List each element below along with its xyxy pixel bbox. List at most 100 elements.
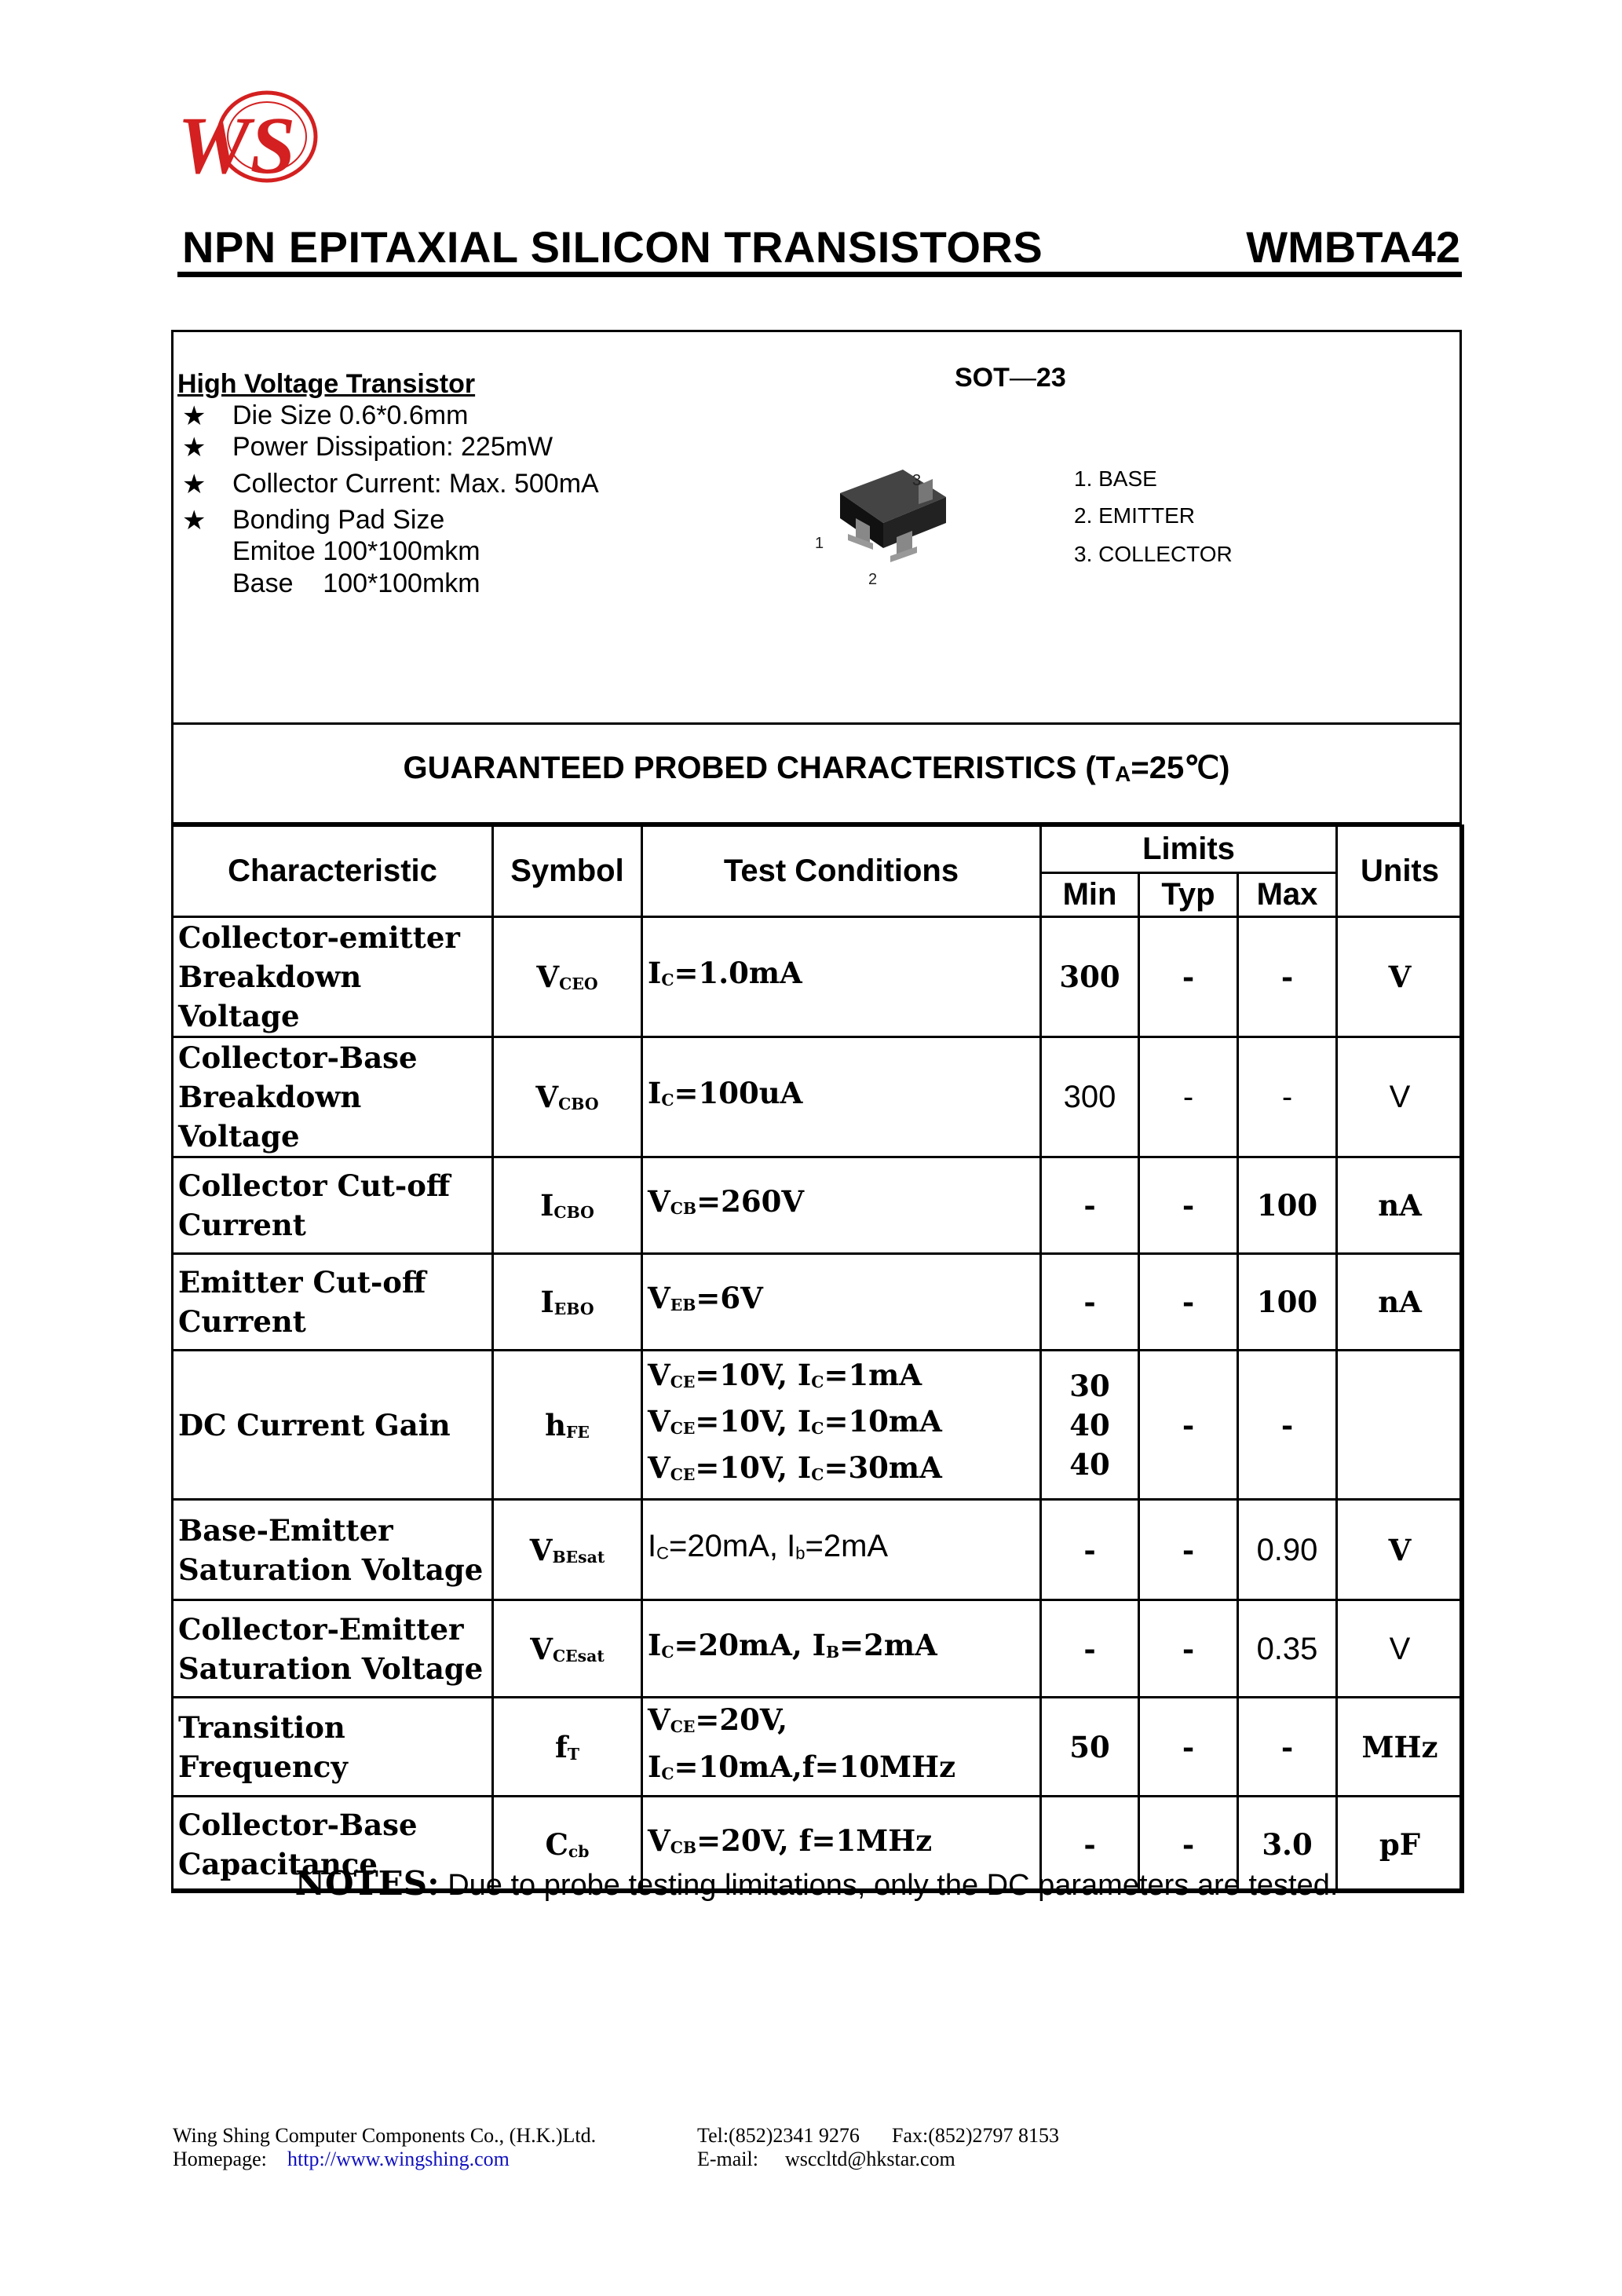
cond-sub: CE (670, 1717, 696, 1737)
package-name-b: 23 (1036, 363, 1066, 393)
divider-features (171, 722, 1462, 725)
symbol-base: V (536, 960, 560, 994)
characteristic-line: DC Current Gain (178, 1407, 451, 1442)
cond-part: =10mA,f=10MHz (674, 1749, 956, 1784)
feature-item: Power Dissipation: 225mW (232, 432, 553, 462)
typ-cell: - (1138, 1599, 1239, 1698)
cond-part: I (648, 1627, 662, 1662)
symbol-cell: VCBO (491, 1036, 643, 1158)
symbol-cell: fT (491, 1696, 643, 1797)
package-dash: — (1009, 363, 1036, 393)
cond-part: =1mA (824, 1357, 922, 1392)
pin-number-2: 2 (868, 571, 877, 588)
cond-part: =10V, I (695, 1450, 812, 1486)
cond-part: =6V (696, 1281, 763, 1316)
characteristic-line: Capacitance (178, 1846, 378, 1881)
symbol-sub: CEsat (552, 1646, 605, 1665)
symbol-sub: T (567, 1744, 580, 1764)
symbol-cell: VCEO (491, 916, 643, 1038)
max-cell: - (1237, 1696, 1338, 1797)
cond-part: =1.0mA (674, 956, 802, 991)
footer-fax: Fax:(852)2797 8153 (892, 2124, 1060, 2147)
min-value: 40 (1069, 1446, 1110, 1482)
document-title: NPN EPITAXIAL SILICON TRANSISTORS (182, 222, 1043, 272)
symbol-sub: CBO (558, 1095, 599, 1114)
symbol-sub: cb (568, 1841, 590, 1861)
cond-sub: CB (670, 1838, 697, 1858)
characteristic-line: Collector-emitter (178, 920, 460, 955)
typ-cell: - (1138, 1349, 1239, 1501)
unit-cell: MHz (1335, 1696, 1464, 1797)
min-cell: - (1039, 1599, 1140, 1698)
cond-sub: C (656, 1543, 670, 1563)
unit-cell (1335, 1349, 1464, 1501)
symbol-sub: CBO (553, 1203, 594, 1223)
cond-part: I (648, 1749, 662, 1784)
footer-email-label: E-mail: (697, 2148, 758, 2170)
cond-part: =260V (696, 1184, 805, 1219)
max-cell: 100 (1237, 1156, 1338, 1255)
header-rule (177, 272, 1462, 277)
footer-tel: Tel:(852)2341 9276 (697, 2124, 860, 2147)
cond-sub: C (661, 971, 674, 990)
min-cell: - (1039, 1795, 1140, 1893)
condition-cell: IC=1.0mA (641, 916, 1042, 1038)
symbol-cell: VBEsat (491, 1498, 643, 1601)
header-min: Min (1039, 872, 1140, 918)
condition-cell: VCE=20V,IC=10mA,f=10MHz (641, 1696, 1042, 1797)
cond-part: V (648, 1357, 670, 1392)
symbol-sub: EBO (553, 1300, 594, 1319)
min-cell: 50 (1039, 1696, 1140, 1797)
unit-cell: V (1335, 1498, 1464, 1601)
symbol-base: C (545, 1826, 568, 1862)
characteristic-line: Collector-Base (178, 1807, 418, 1842)
divider-section (171, 822, 1462, 824)
symbol-base: I (540, 1188, 554, 1223)
cond-part: =30mA (824, 1450, 942, 1486)
cond-part: V (648, 1702, 670, 1738)
section-title: GUARANTEED PROBED CHARACTERISTICS (TA=25… (171, 750, 1462, 787)
condition-cell: VCE=10V, IC=1mA VCE=10V, IC=10mA VCE=10V… (641, 1349, 1042, 1501)
footer-homepage-link[interactable]: http://www.wingshing.com (287, 2148, 510, 2170)
notes-label: NOTES: (294, 1864, 440, 1903)
condition-cell: VCB=260V (641, 1156, 1042, 1255)
min-cell: 300 (1039, 1036, 1140, 1158)
footer-company: Wing Shing Computer Components Co., (H.K… (173, 2124, 597, 2147)
symbol-base: V (535, 1080, 559, 1114)
package-label: SOT—23 (955, 363, 1066, 393)
cond-part: =10V, I (695, 1403, 812, 1439)
part-number: WMBTA42 (1246, 222, 1460, 272)
cond-sub: C (811, 1465, 824, 1485)
cond-part: =2mA (805, 1528, 889, 1563)
cond-sub: C (661, 1764, 674, 1783)
cond-part: I (648, 1528, 657, 1563)
typ-cell: - (1138, 1696, 1239, 1797)
typ-cell: - (1138, 1252, 1239, 1351)
cond-sub: C (661, 1091, 674, 1110)
typ-cell: - (1138, 1156, 1239, 1255)
condition-cell: IC=20mA, Ib=2mA (641, 1498, 1042, 1601)
logo-letters: WS (177, 101, 295, 191)
characteristic-line: Collector-Emitter (178, 1611, 464, 1647)
package-name-a: SOT (955, 363, 1010, 393)
cond-part: V (648, 1823, 670, 1858)
table-row: DC Current Gain hFE VCE=10V, IC=1mA VCE=… (171, 1349, 1464, 1501)
characteristic-line: Transition (178, 1709, 345, 1745)
cond-part: V (648, 1281, 670, 1316)
condition-cell: IC=100uA (641, 1036, 1042, 1158)
header-test-conditions: Test Conditions (641, 824, 1042, 918)
typ-cell: - (1138, 1036, 1239, 1158)
cond-part: =100uA (674, 1076, 803, 1111)
cond-sub: CE (670, 1419, 696, 1439)
cond-part: =20mA, I (669, 1528, 796, 1563)
cond-sub: CE (670, 1465, 696, 1485)
